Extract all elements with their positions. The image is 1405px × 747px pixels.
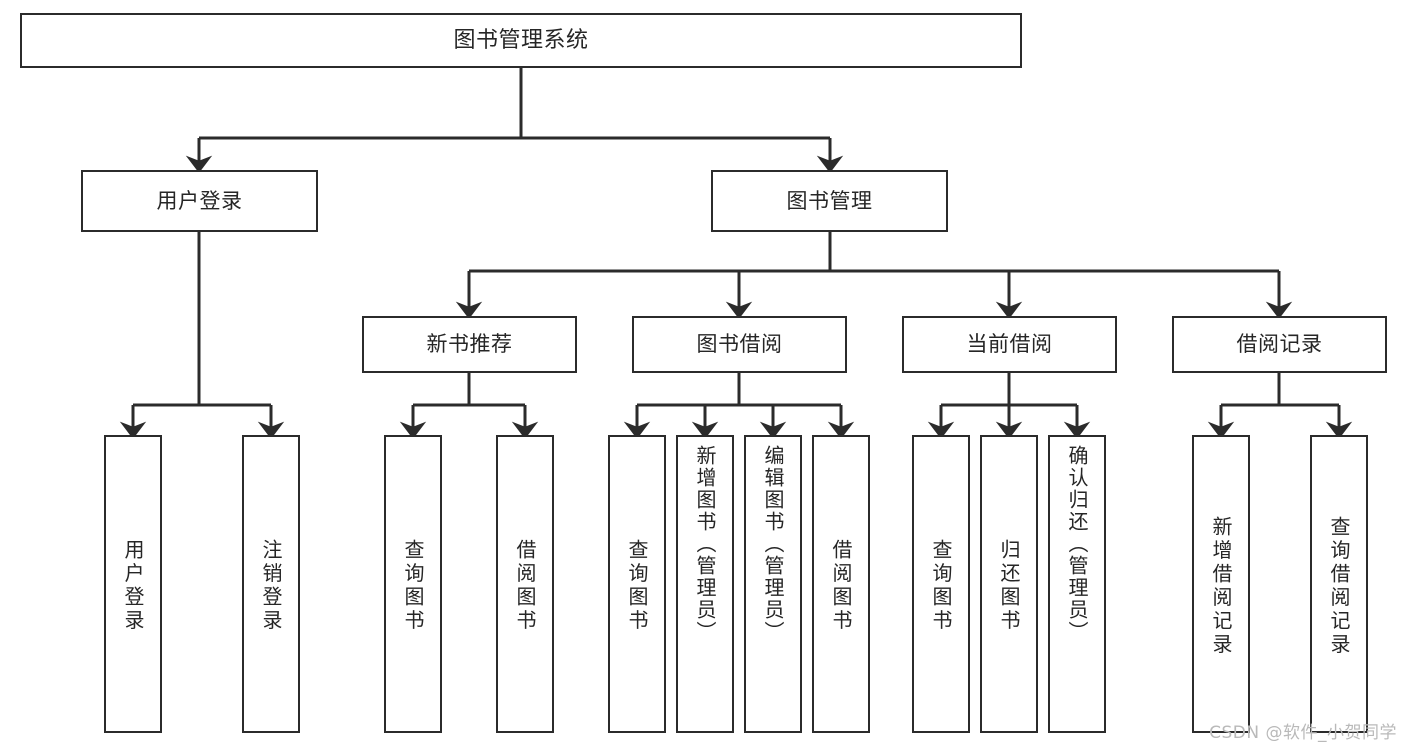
leaf-cb-query-book-label: 查询图书 [929,539,953,633]
leaf-br-add-record[interactable]: 新增借阅记录 [1192,435,1250,733]
node-user-login[interactable]: 用户登录 [81,170,318,232]
leaf-bb-edit-book-admin[interactable]: 编辑图书（管理员） [744,435,802,733]
watermark-text: CSDN @软件_小贺同学 [1209,723,1397,743]
leaf-bb-borrow-book-label: 借阅图书 [829,539,853,633]
node-root-system[interactable]: 图书管理系统 [20,13,1022,68]
leaf-nb-borrow-book-label: 借阅图书 [513,539,537,633]
leaf-cb-return-book-label: 归还图书 [997,539,1021,633]
leaf-cb-confirm-return-admin-label: 确认归还（管理员） [1065,445,1089,643]
leaf-cb-query-book[interactable]: 查询图书 [912,435,970,733]
node-borrow-record-label: 借阅记录 [1236,332,1323,357]
node-book-manage-label: 图书管理 [786,188,873,213]
leaf-bb-borrow-book[interactable]: 借阅图书 [812,435,870,733]
node-book-borrow-label: 图书借阅 [696,332,783,357]
leaf-bb-query-book[interactable]: 查询图书 [608,435,666,733]
node-user-login-label: 用户登录 [156,188,243,213]
node-book-manage[interactable]: 图书管理 [711,170,948,232]
leaf-br-add-record-label: 新增借阅记录 [1209,515,1233,657]
leaf-br-query-record[interactable]: 查询借阅记录 [1310,435,1368,733]
node-borrow-record[interactable]: 借阅记录 [1172,316,1387,373]
node-book-borrow[interactable]: 图书借阅 [632,316,847,373]
leaf-br-query-record-label: 查询借阅记录 [1327,515,1351,657]
leaf-cb-return-book[interactable]: 归还图书 [980,435,1038,733]
leaf-bb-edit-book-admin-label: 编辑图书（管理员） [761,445,785,643]
leaf-bb-query-book-label: 查询图书 [625,539,649,633]
leaf-logout[interactable]: 注销登录 [242,435,300,733]
node-current-borrow-label: 当前借阅 [966,332,1053,357]
node-new-book-recommend-label: 新书推荐 [426,332,513,357]
leaf-nb-query-book-label: 查询图书 [401,539,425,633]
node-current-borrow[interactable]: 当前借阅 [902,316,1117,373]
leaf-bb-add-book-admin[interactable]: 新增图书（管理员） [676,435,734,733]
node-new-book-recommend[interactable]: 新书推荐 [362,316,577,373]
node-root-label: 图书管理系统 [453,27,589,53]
leaf-nb-borrow-book[interactable]: 借阅图书 [496,435,554,733]
leaf-logout-label: 注销登录 [259,539,283,633]
leaf-user-login-label: 用户登录 [121,539,145,633]
leaf-cb-confirm-return-admin[interactable]: 确认归还（管理员） [1048,435,1106,733]
leaf-nb-query-book[interactable]: 查询图书 [384,435,442,733]
leaf-user-login[interactable]: 用户登录 [104,435,162,733]
leaf-bb-add-book-admin-label: 新增图书（管理员） [693,445,717,643]
